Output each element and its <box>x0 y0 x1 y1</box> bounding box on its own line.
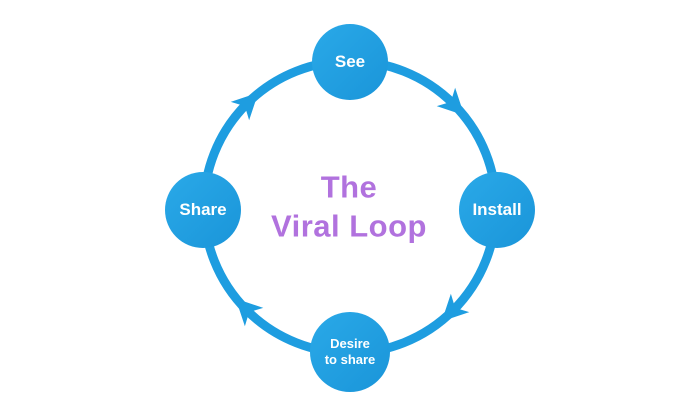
node-desire-label-line1: Desire <box>330 335 370 351</box>
node-share: Share <box>165 172 241 248</box>
diagram-title-line2: Viral Loop <box>270 208 427 243</box>
arrow-bottom-right-icon <box>441 293 470 322</box>
node-share-label: Share <box>179 199 227 219</box>
node-desire-to-share: Desire to share <box>310 312 390 392</box>
node-desire-label-line2: to share <box>324 352 376 367</box>
diagram-title: The Viral Loop <box>199 168 499 246</box>
node-install-label: Install <box>472 199 522 219</box>
diagram-title-line1: The <box>320 169 378 205</box>
node-install: Install <box>459 172 535 248</box>
node-see: See <box>312 24 388 100</box>
node-see-label: See <box>334 51 366 71</box>
